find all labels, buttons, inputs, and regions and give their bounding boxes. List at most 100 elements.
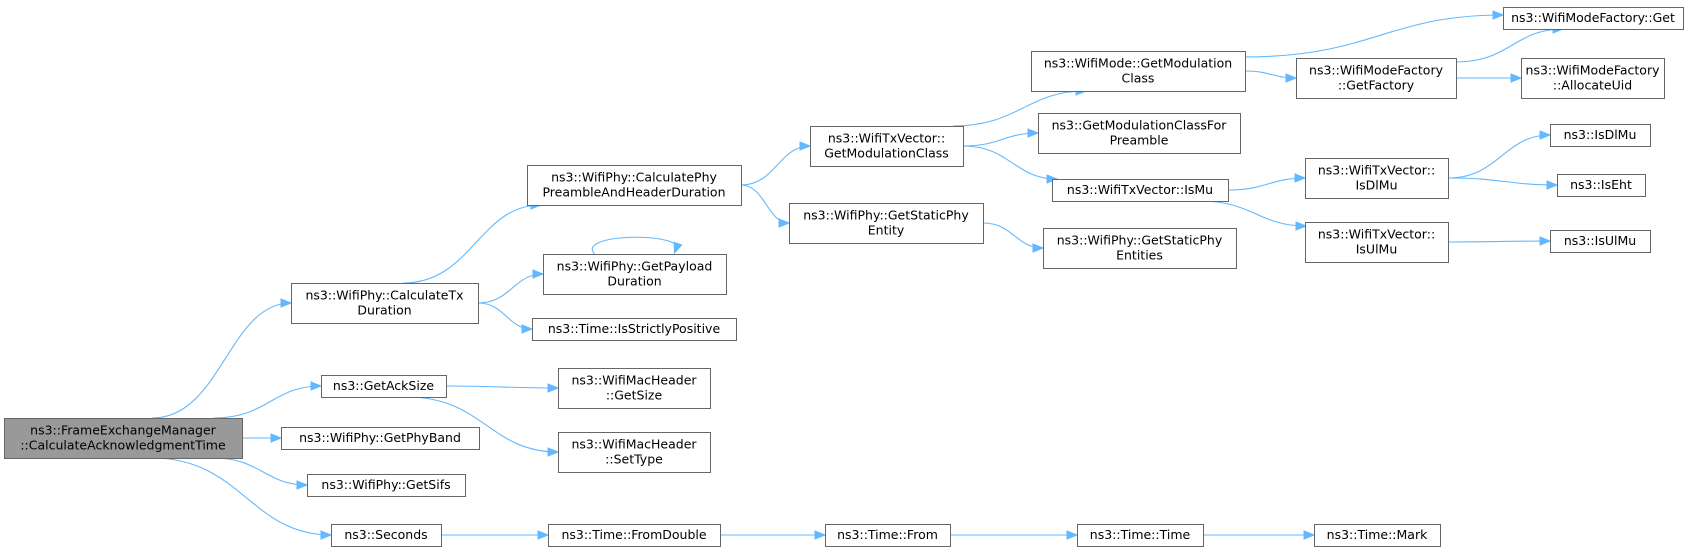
node-label: ns3::WifiPhy::GetStaticPhy <box>803 208 969 223</box>
node-box[interactable] <box>825 524 951 547</box>
node-box[interactable] <box>1314 524 1441 547</box>
arrowhead <box>310 381 323 391</box>
node-box[interactable] <box>321 375 447 398</box>
arrowhead <box>537 530 550 540</box>
node-label: ns3::WifiMode::GetModulation <box>1044 56 1232 71</box>
node-ns3-time-from[interactable]: ns3::Time::From <box>825 524 951 547</box>
arrowhead <box>1027 128 1040 138</box>
edge-n21-to-n27 <box>1447 177 1558 186</box>
node-box[interactable] <box>331 524 442 547</box>
node-ns3-isdlmu[interactable]: ns3::IsDlMu <box>1550 124 1651 147</box>
node-box[interactable] <box>4 418 243 459</box>
node-label: ns3::WifiPhy::GetSifs <box>321 477 450 492</box>
node-box[interactable] <box>789 203 984 244</box>
arrowhead <box>799 141 812 151</box>
node-ns3-wifimodefactory-get[interactable]: ns3::WifiModeFactory::Get <box>1503 7 1684 30</box>
node-box[interactable] <box>558 432 711 473</box>
node-box[interactable] <box>543 254 727 295</box>
node-box[interactable] <box>1038 113 1241 154</box>
node-ns3-wifitxvector-getmodulationclass[interactable]: ns3::WifiTxVector::GetModulationClass <box>810 126 964 167</box>
node-label: Duration <box>357 303 411 318</box>
edge-n22-to-n28 <box>1447 240 1551 243</box>
node-ns3-wifimodefactory-allocateuid[interactable]: ns3::WifiModeFactory::AllocateUid <box>1521 58 1665 99</box>
node-ns3-time-mark[interactable]: ns3::Time::Mark <box>1314 524 1441 547</box>
node-box[interactable] <box>307 474 466 497</box>
node-label: Duration <box>607 274 661 289</box>
arrowhead <box>1492 10 1505 20</box>
arrowhead <box>778 218 791 228</box>
arrowhead <box>1066 530 1079 540</box>
edge-n20-to-n24 <box>1455 28 1564 63</box>
node-box[interactable] <box>1521 58 1665 99</box>
arrowhead <box>814 530 827 540</box>
node-box[interactable] <box>281 427 480 450</box>
node-label: ::CalculateAcknowledgmentTime <box>20 438 226 453</box>
node-label: ::AllocateUid <box>1553 78 1632 93</box>
edge-n15-to-n24 <box>1242 14 1504 58</box>
node-ns3-isulmu[interactable]: ns3::IsUlMu <box>1550 230 1651 253</box>
node-box[interactable] <box>1077 524 1204 547</box>
arrowhead <box>280 298 293 308</box>
node-ns3-time-time[interactable]: ns3::Time::Time <box>1077 524 1204 547</box>
node-box[interactable] <box>1052 179 1229 202</box>
node-label: ns3::WifiTxVector::IsMu <box>1067 182 1213 197</box>
node-box[interactable] <box>532 318 737 341</box>
node-label: ns3::WifiMacHeader <box>571 437 697 452</box>
call-graph-edges <box>151 10 1565 540</box>
edge-n0-to-n4 <box>213 457 308 486</box>
node-box[interactable] <box>1557 174 1646 197</box>
node-label: Preamble <box>1110 133 1169 148</box>
node-ns3-wifiphy-getphyband[interactable]: ns3::WifiPhy::GetPhyBand <box>281 427 480 450</box>
node-label: ns3::WifiPhy::GetPayload <box>557 259 713 274</box>
node-label: Class <box>1122 71 1155 86</box>
node-label: ::GetFactory <box>1338 78 1415 93</box>
node-label: ns3::WifiModeFactory <box>1309 63 1444 78</box>
arrowhead <box>296 480 309 490</box>
node-box[interactable] <box>1305 158 1449 199</box>
node-label: ns3::Time::IsStrictlyPositive <box>548 321 721 336</box>
node-label: ns3::WifiPhy::GetPhyBand <box>299 430 461 445</box>
node-box[interactable] <box>1550 124 1651 147</box>
node-label: ns3::Time::Mark <box>1327 527 1428 542</box>
node-box[interactable] <box>1503 7 1684 30</box>
node-box[interactable] <box>558 368 711 409</box>
node-box[interactable] <box>527 165 742 206</box>
node-ns3-wifimacheader-settype[interactable]: ns3::WifiMacHeader::SetType <box>558 432 711 473</box>
node-ns3-wifitxvector-isdlmu[interactable]: ns3::WifiTxVector::IsDlMu <box>1305 158 1449 199</box>
node-ns3-wifitxvector-isulmu[interactable]: ns3::WifiTxVector::IsUlMu <box>1305 222 1449 263</box>
node-ns3-wifimode-getmodulationclass[interactable]: ns3::WifiMode::GetModulationClass <box>1031 51 1246 92</box>
node-box[interactable] <box>1296 58 1457 99</box>
node-ns3-iseht[interactable]: ns3::IsEht <box>1557 174 1646 197</box>
node-box[interactable] <box>1305 222 1449 263</box>
node-box[interactable] <box>1043 228 1237 269</box>
node-box[interactable] <box>548 524 721 547</box>
node-label: ns3::Seconds <box>344 527 427 542</box>
arrowhead <box>673 241 683 255</box>
node-label: ::GetSize <box>606 388 663 403</box>
node-label: ns3::WifiTxVector:: <box>1318 163 1435 178</box>
edge-n1-to-n8 <box>477 302 533 330</box>
node-label: PreambleAndHeaderDuration <box>542 185 725 200</box>
node-ns3-getacksize[interactable]: ns3::GetAckSize <box>321 375 447 398</box>
node-ns3-frameexchangemanager-calculateacknowledgmenttime[interactable]: ns3::FrameExchangeManager::CalculateAckn… <box>4 418 243 459</box>
edge-n0-to-n5 <box>151 457 332 536</box>
node-ns3-wifimodefactory-getfactory[interactable]: ns3::WifiModeFactory::GetFactory <box>1296 58 1457 99</box>
node-ns3-seconds[interactable]: ns3::Seconds <box>331 524 442 547</box>
node-ns3-time-fromdouble[interactable]: ns3::Time::FromDouble <box>548 524 721 547</box>
node-ns3-wifimacheader-getsize[interactable]: ns3::WifiMacHeader::GetSize <box>558 368 711 409</box>
edge-n0-to-n1 <box>151 302 292 419</box>
node-box[interactable] <box>291 283 479 324</box>
node-box[interactable] <box>810 126 964 167</box>
node-ns3-wifitxvector-ismu[interactable]: ns3::WifiTxVector::IsMu <box>1052 179 1229 202</box>
node-box[interactable] <box>1031 51 1246 92</box>
node-ns3-wifiphy-getsifs[interactable]: ns3::WifiPhy::GetSifs <box>307 474 466 497</box>
node-ns3-time-isstrictlypositive[interactable]: ns3::Time::IsStrictlyPositive <box>532 318 737 341</box>
node-label: ns3::IsUlMu <box>1564 233 1636 248</box>
node-ns3-wifiphy-calculatephypreambleandheaderduration[interactable]: ns3::WifiPhy::CalculatePhyPreambleAndHea… <box>527 165 742 206</box>
node-box[interactable] <box>1550 230 1651 253</box>
